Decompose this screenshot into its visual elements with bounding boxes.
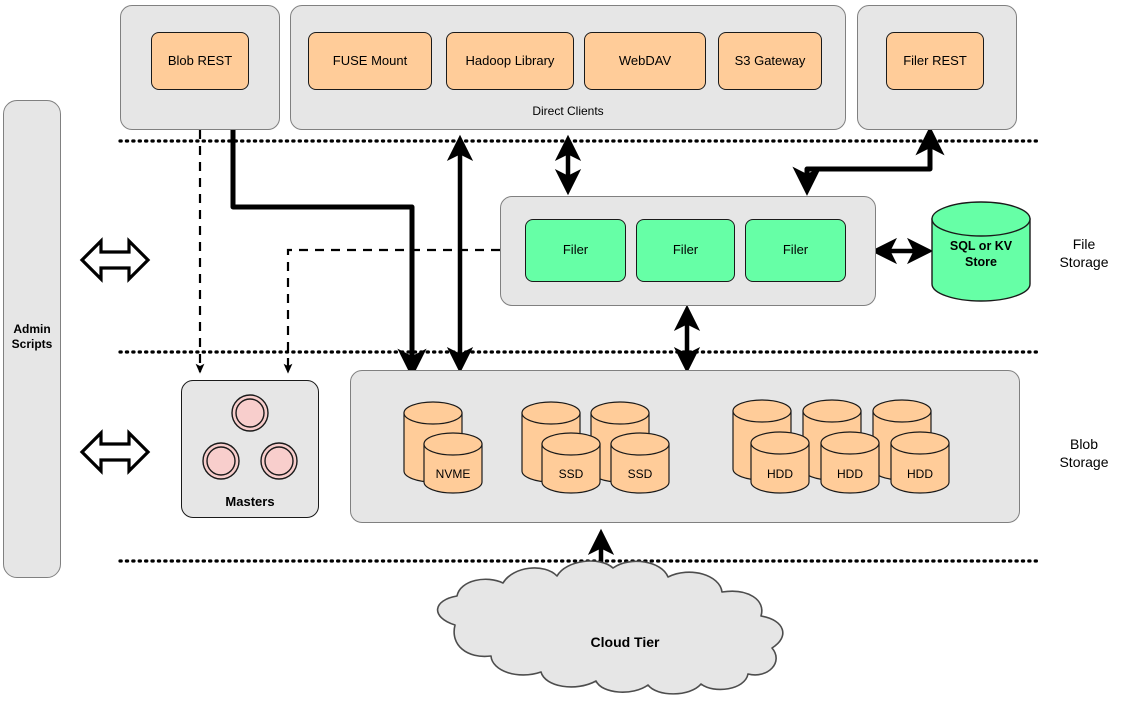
fuse-mount-node[interactable]: FUSE Mount [308, 32, 432, 90]
blob-storage-tier-label: Blob Storage [1049, 436, 1119, 471]
filer-node-3[interactable]: Filer [745, 219, 846, 282]
hdd-label-3: HDD [907, 467, 933, 481]
s3-gateway-node[interactable]: S3 Gateway [718, 32, 822, 90]
ssd-label-1: SSD [558, 467, 584, 481]
sql-or-kv-store-label: SQL or KV Store [932, 239, 1030, 270]
admin-scripts-label-line2: Scripts [11, 337, 53, 351]
ssd-label-2: SSD [627, 467, 653, 481]
hdd-label-2: HDD [837, 467, 863, 481]
edge-filer-rest-to-filers [792, 126, 945, 196]
cloud-tier-label: Cloud Tier [590, 634, 660, 650]
file-storage-label-line2: Storage [1059, 253, 1109, 270]
admin-to-blob-storage-arrow [79, 429, 151, 475]
metastore-label-line2: Store [965, 254, 997, 269]
nvme-label: NVME [435, 467, 471, 481]
file-storage-label-line1: File [1072, 236, 1096, 252]
blob-storage-label-line2: Storage [1059, 453, 1109, 470]
hdd-label-1: HDD [767, 467, 793, 481]
admin-scripts-panel[interactable] [3, 100, 61, 578]
blob-rest-node[interactable]: Blob REST [151, 32, 249, 90]
filer-node-2[interactable]: Filer [636, 219, 735, 282]
masters-label: Masters [225, 494, 275, 509]
edge-filer-to-masters [283, 248, 500, 374]
file-storage-tier-label: File Storage [1049, 236, 1119, 271]
blob-storage-label-line1: Blob [1069, 436, 1099, 452]
admin-scripts-label: Admin Scripts [3, 322, 61, 352]
volume-servers-group[interactable] [350, 370, 1020, 523]
filer-rest-node[interactable]: Filer REST [886, 32, 984, 90]
admin-scripts-label-line1: Admin [13, 322, 51, 336]
edge-blob-rest-to-volumes [230, 130, 427, 378]
admin-to-file-storage-arrow [79, 237, 151, 283]
filer-node-1[interactable]: Filer [525, 219, 626, 282]
webdav-node[interactable]: WebDAV [584, 32, 706, 90]
direct-clients-caption: Direct Clients [532, 104, 604, 118]
metastore-label-line1: SQL or KV [949, 239, 1013, 253]
hadoop-library-node[interactable]: Hadoop Library [446, 32, 574, 90]
